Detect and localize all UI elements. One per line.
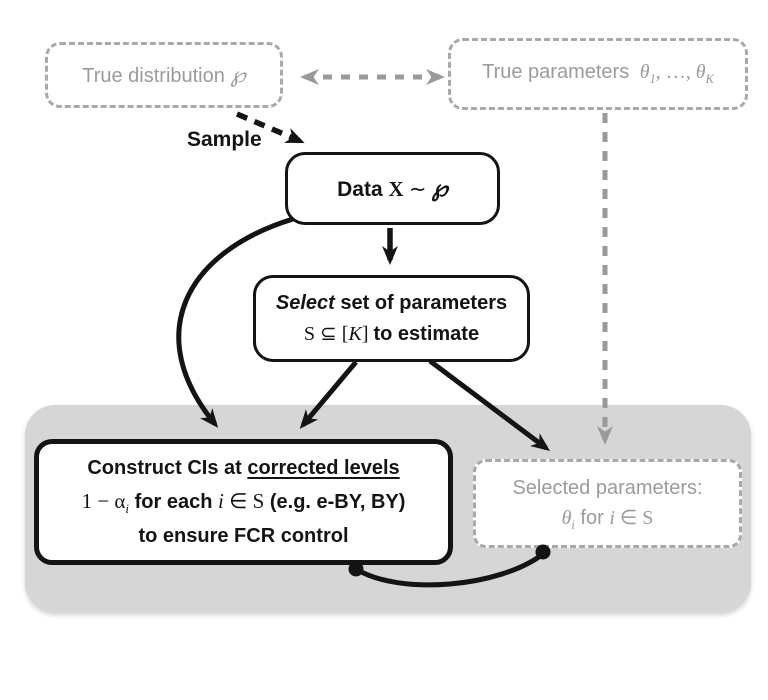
construct-line-3: to ensure FCR control — [138, 524, 349, 547]
select-line-1: Select set of parameters — [275, 291, 508, 314]
script-p-symbol: ℘ — [431, 175, 448, 202]
theta-1-symbol: θ1 — [639, 61, 656, 86]
in-s-symbol: ∈ S — [223, 489, 265, 514]
x-symbol: X — [388, 177, 404, 201]
data-label: Data X ∼ ℘ — [337, 175, 448, 202]
select-line-2: S ⊆ [K] to estimate — [303, 322, 480, 345]
script-p-symbol: ℘ — [230, 62, 246, 88]
construct-line-2: 1 − αi for each i ∈ S (e.g. e-BY, BY) — [81, 489, 406, 517]
subset-symbol: ⊆ [ — [315, 322, 349, 345]
i-symbol: i — [217, 489, 224, 514]
i-symbol: i — [609, 506, 615, 529]
set-s-symbol: S — [303, 322, 316, 345]
selected-line-1: Selected parameters: — [512, 476, 703, 499]
node-true-distribution: True distribution ℘ — [45, 42, 283, 108]
in-s-symbol: ∈ S — [614, 506, 654, 529]
construct-line-1: Construct CIs at corrected levels — [87, 456, 400, 479]
node-select: Select set of parameters S ⊆ [K] to esti… — [253, 275, 530, 362]
theta-k-symbol: θK — [695, 61, 714, 86]
corrected-levels-underlined: corrected levels — [247, 456, 400, 479]
k-symbol: K — [348, 322, 362, 345]
theta-i-symbol: θi — [561, 506, 575, 532]
node-true-parameters: True parameters θ1, …, θK — [448, 38, 748, 110]
selected-line-2: θi for i ∈ S — [561, 506, 654, 532]
true-parameters-label: True parameters θ1, …, θK — [482, 61, 714, 87]
true-distribution-label: True distribution ℘ — [82, 63, 246, 88]
sample-label: Sample — [187, 128, 262, 151]
node-data: Data X ∼ ℘ — [285, 152, 500, 225]
data-text: Data — [337, 178, 389, 201]
ellipsis: , …, — [655, 61, 696, 83]
true-parameters-text: True parameters — [482, 61, 630, 83]
node-construct-cis: Construct CIs at corrected levels 1 − αi… — [34, 439, 453, 565]
node-selected-parameters: Selected parameters: θi for i ∈ S — [473, 459, 742, 548]
alpha-math: 1 − αi — [81, 489, 130, 517]
true-distribution-text: True distribution — [82, 64, 225, 87]
tilde-symbol: ∼ — [403, 177, 432, 201]
eby-by-examples: (e.g. e-BY, BY) — [264, 491, 406, 514]
